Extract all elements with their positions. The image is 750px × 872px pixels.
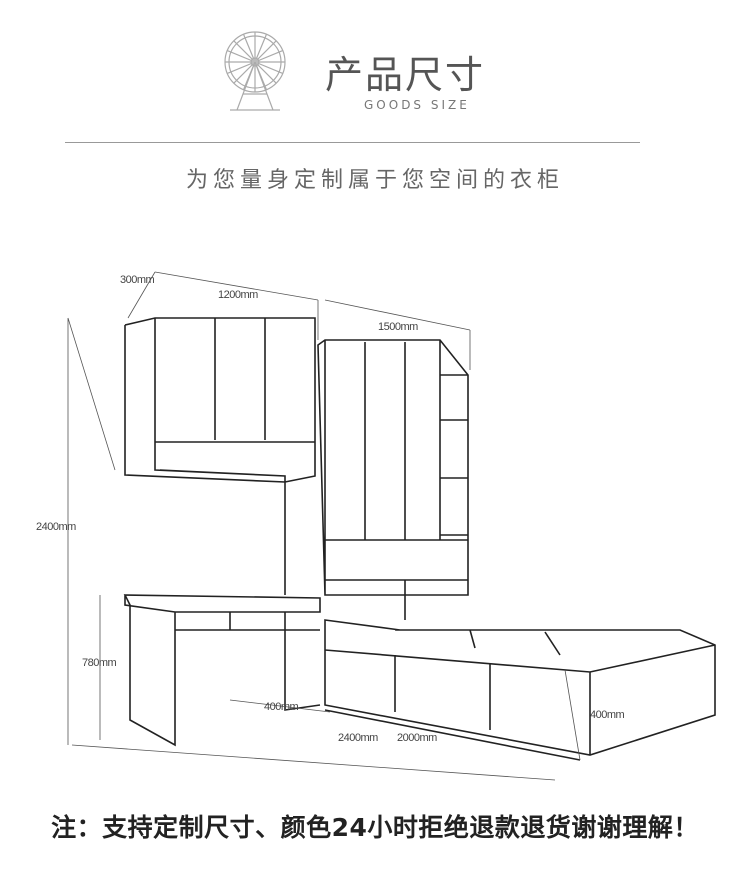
- dim-length-bed: 2000mm: [397, 732, 437, 744]
- page-title: 产品尺寸: [325, 53, 486, 97]
- dim-length-total: 2400mm: [338, 732, 378, 744]
- dim-width-upper: 1200mm: [218, 289, 258, 301]
- dim-height-desk: 780mm: [82, 657, 117, 669]
- footer-note: 注：支持定制尺寸、颜色24小时拒绝退款退货谢谢理解！: [51, 813, 699, 842]
- ferris-wheel-icon: [224, 31, 286, 111]
- furniture-dimension-diagram: 300mm 1200mm 1500mm 2400mm 780mm 400mm 2…: [36, 271, 716, 781]
- divider: [65, 142, 640, 143]
- dim-width-wardrobe: 1500mm: [378, 321, 418, 333]
- dim-height-total: 2400mm: [36, 521, 76, 533]
- furniture-drawing: [123, 317, 716, 761]
- page-subtitle: GOODS SIZE: [364, 98, 470, 112]
- tagline: 为您量身定制属于您空间的衣柜: [185, 168, 564, 193]
- dim-height-bed: 400mm: [590, 709, 625, 721]
- dimension-lines: [67, 271, 581, 781]
- dim-depth-bed: 400mm: [264, 701, 299, 713]
- dim-depth-top: 300mm: [120, 274, 155, 286]
